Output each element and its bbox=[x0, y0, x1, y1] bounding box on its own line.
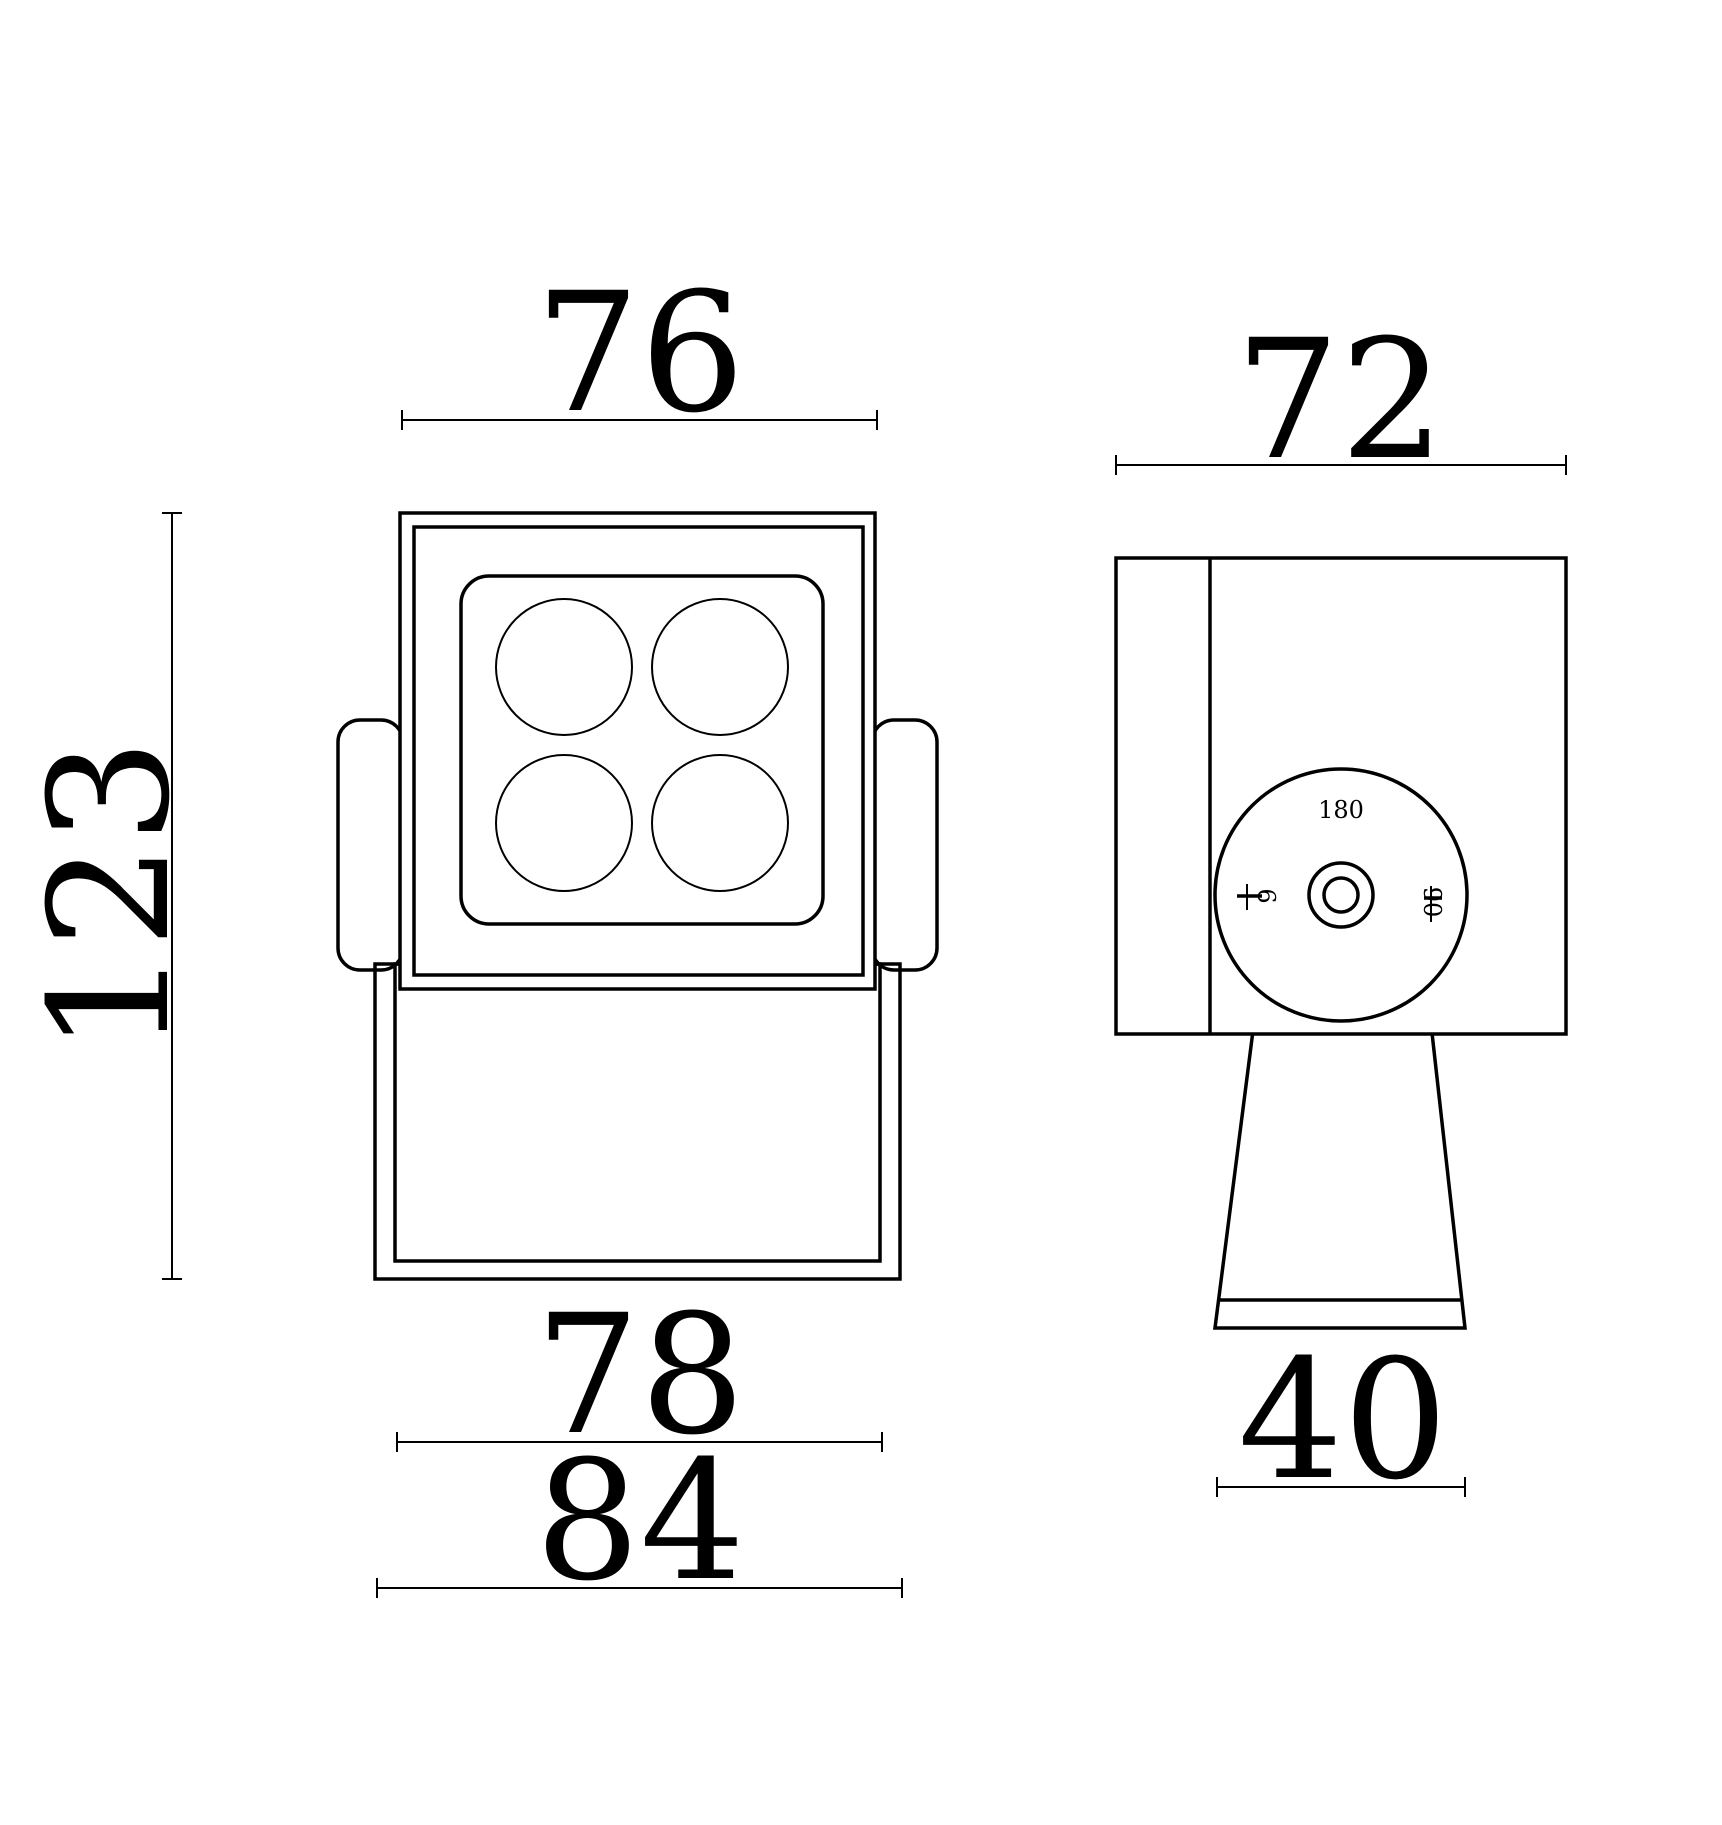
front-head-inner bbox=[412, 525, 865, 977]
front-head-outer bbox=[398, 511, 877, 991]
side-view: 180 6 90 bbox=[1114, 556, 1568, 1330]
led-lens-bottom-left bbox=[495, 754, 633, 892]
dim-label-76: 76 bbox=[535, 257, 745, 449]
front-body-outer bbox=[373, 962, 902, 1281]
dim-label-123: 123 bbox=[14, 739, 206, 1054]
left-mark-label: 6 bbox=[1252, 888, 1280, 903]
dim-label-84: 84 bbox=[535, 1425, 745, 1617]
side-pivot-inner bbox=[1322, 876, 1360, 914]
front-lens-plate bbox=[459, 574, 825, 926]
front-body-inner bbox=[393, 962, 882, 1263]
side-rotation-disc bbox=[1213, 767, 1469, 1023]
rotation-angle-label: 180 bbox=[1318, 796, 1364, 824]
side-pivot-outer bbox=[1307, 861, 1375, 929]
dimension-lines: 76 72 123 78 84 40 bbox=[14, 257, 1567, 1617]
right-mark-label: 90 bbox=[1418, 887, 1446, 918]
front-left-ear bbox=[336, 718, 405, 972]
front-right-ear bbox=[870, 718, 939, 972]
dim-label-78: 78 bbox=[535, 1279, 745, 1471]
led-lens-top-left bbox=[495, 598, 633, 736]
dim-label-72: 72 bbox=[1235, 304, 1445, 496]
dim-label-40: 40 bbox=[1238, 1324, 1448, 1516]
led-lens-top-right bbox=[651, 598, 789, 736]
front-view bbox=[336, 511, 939, 1281]
led-lens-bottom-right bbox=[651, 754, 789, 892]
side-stand bbox=[1213, 1013, 1467, 1330]
